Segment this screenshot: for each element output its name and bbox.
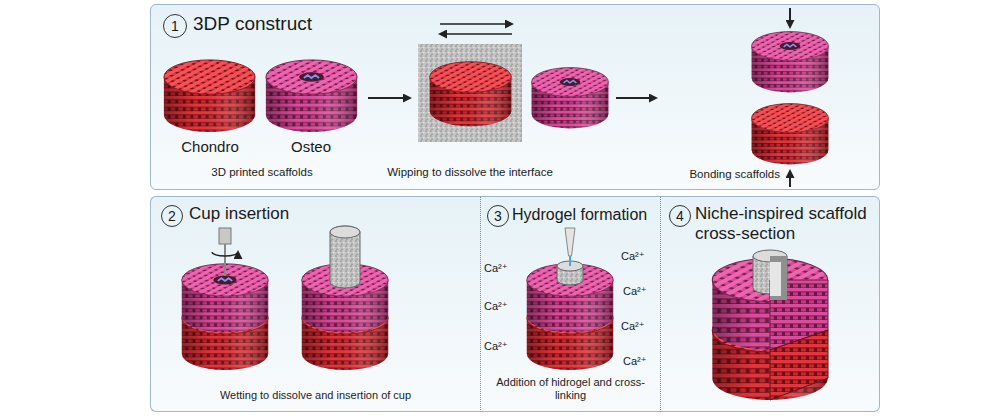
step-number-text: 3 bbox=[488, 206, 508, 226]
step-caption: Wetting to dissolve and insertion of cup bbox=[157, 389, 474, 403]
step-heading: Niche-inspired scaffold cross-section bbox=[695, 204, 875, 245]
panel-ground bbox=[150, 4, 880, 190]
step-number: 2 bbox=[161, 205, 183, 227]
ion-label: Ca²⁺ bbox=[621, 250, 645, 263]
step-heading: 3DP construct bbox=[193, 13, 312, 36]
scaffold-figure bbox=[164, 8, 829, 187]
scaffold-label: Osteo bbox=[291, 138, 331, 156]
step-number-text: 2 bbox=[162, 206, 182, 226]
ion-label: Ca²⁺ bbox=[484, 340, 508, 353]
step-panel: 3DP construct 1 bbox=[150, 4, 880, 190]
scaffold-figure bbox=[182, 226, 388, 370]
scaffold-label: Chondro bbox=[181, 138, 239, 156]
step-number: 4 bbox=[669, 205, 691, 227]
panel-ground bbox=[150, 196, 880, 412]
step-caption: Bonding scaffolds bbox=[689, 168, 780, 182]
step-number-text: 4 bbox=[670, 206, 690, 226]
scaffold-figure bbox=[527, 228, 613, 370]
step-panel: Niche-inspired scaffold cross-section4 bbox=[660, 196, 880, 412]
step-heading: Hydrogel formation bbox=[512, 205, 647, 224]
ion-label: Ca²⁺ bbox=[623, 285, 647, 298]
step-caption: Addition of hidrogel and cross-linking bbox=[487, 376, 654, 404]
ion-label: Ca²⁺ bbox=[484, 300, 508, 313]
step-caption: 3D printed scaffolds bbox=[211, 166, 312, 180]
ion-label: Ca²⁺ bbox=[484, 262, 508, 275]
ion-label: Ca²⁺ bbox=[623, 355, 647, 368]
step-number: 3 bbox=[487, 205, 509, 227]
ion-label: Ca²⁺ bbox=[621, 320, 645, 333]
step-panel: Cup insertionWetting to dissolve and ins… bbox=[150, 196, 480, 412]
step-number: 1 bbox=[163, 14, 187, 38]
step-heading: Cup insertion bbox=[189, 204, 289, 224]
step-caption: Wipping to dissolve the interface bbox=[387, 166, 553, 180]
step-number-text: 1 bbox=[164, 15, 186, 37]
scaffold-figure bbox=[712, 250, 828, 400]
